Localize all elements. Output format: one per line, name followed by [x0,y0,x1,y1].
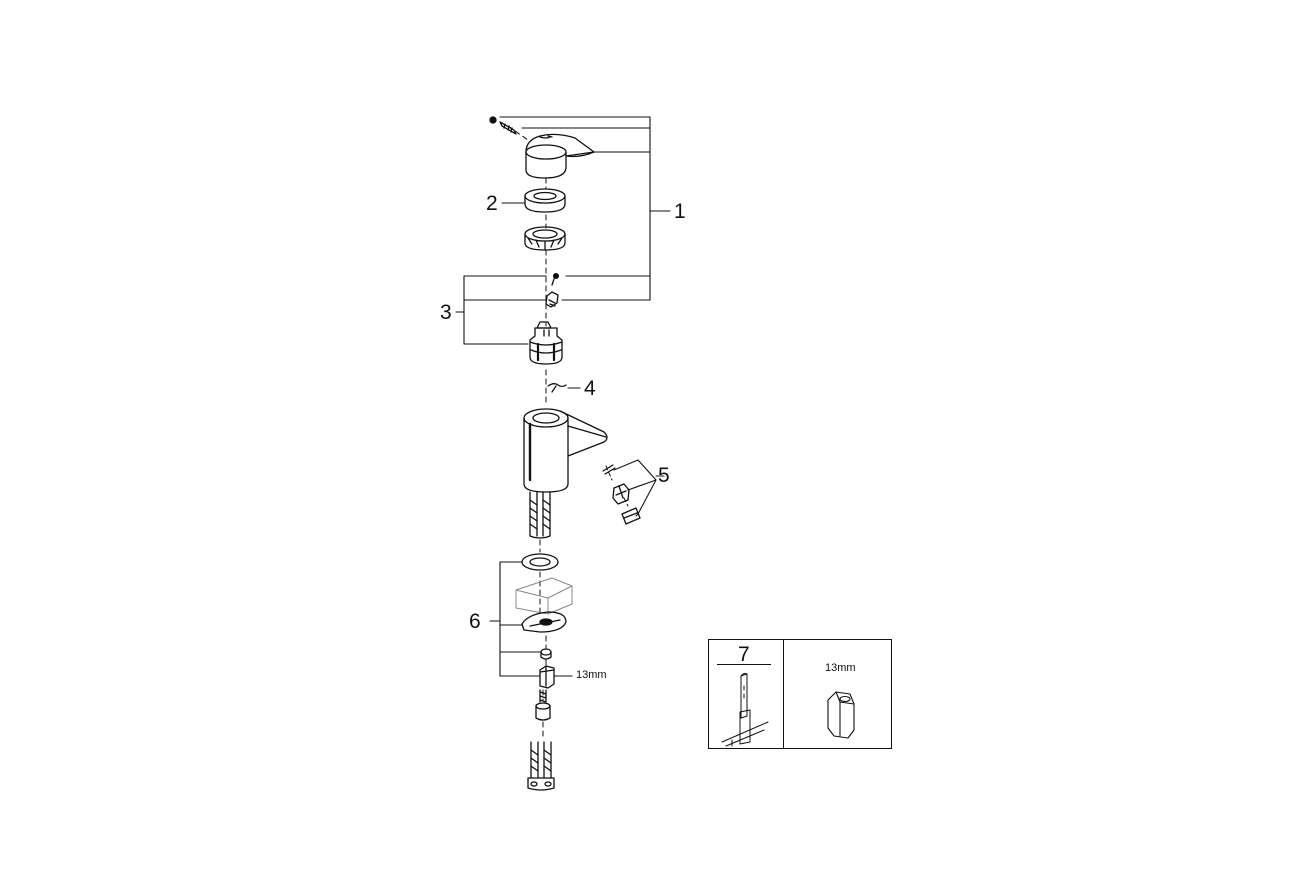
threaded-rod [539,689,547,703]
cover-cap [524,188,566,213]
hose-ends [527,741,555,791]
tool-7-rule [717,664,771,665]
callout-2: 2 [486,192,498,215]
retaining-clip [547,383,567,393]
tool-box: 7 13mm [708,639,892,749]
horseshoe-washer [521,611,567,633]
faucet-body [523,408,608,493]
callout-6: 6 [469,610,481,633]
tool-box-divider [783,640,784,748]
aerator-insert [612,483,630,505]
hex-wrench-drawing [827,691,855,739]
basin-cutout [515,577,573,615]
threaded-ring [524,226,566,251]
aerator-housing [621,507,641,525]
socket-tool-drawing [721,672,769,747]
cartridge [529,321,563,365]
hex-nut-13mm [539,665,555,689]
callout-5: 5 [658,464,670,487]
tool-7-label: 7 [738,643,750,666]
callout-1: 1 [674,200,686,223]
callout-leaders [455,116,671,677]
nut-size-label: 13mm [576,669,607,681]
handle-pin [489,116,517,135]
hose-adapter [535,702,551,721]
callout-3: 3 [440,301,452,324]
lever-handle [525,133,595,179]
flexible-hoses [529,491,551,539]
small-nut [540,648,552,660]
aerator-axis [605,465,629,507]
callout-4: 4 [584,377,596,400]
cartridge-pin [545,272,560,308]
assembly-axis [507,125,547,739]
mounting-ring [521,553,559,571]
aerator-seal [602,464,616,475]
wrench-size-label: 13mm [825,662,856,674]
